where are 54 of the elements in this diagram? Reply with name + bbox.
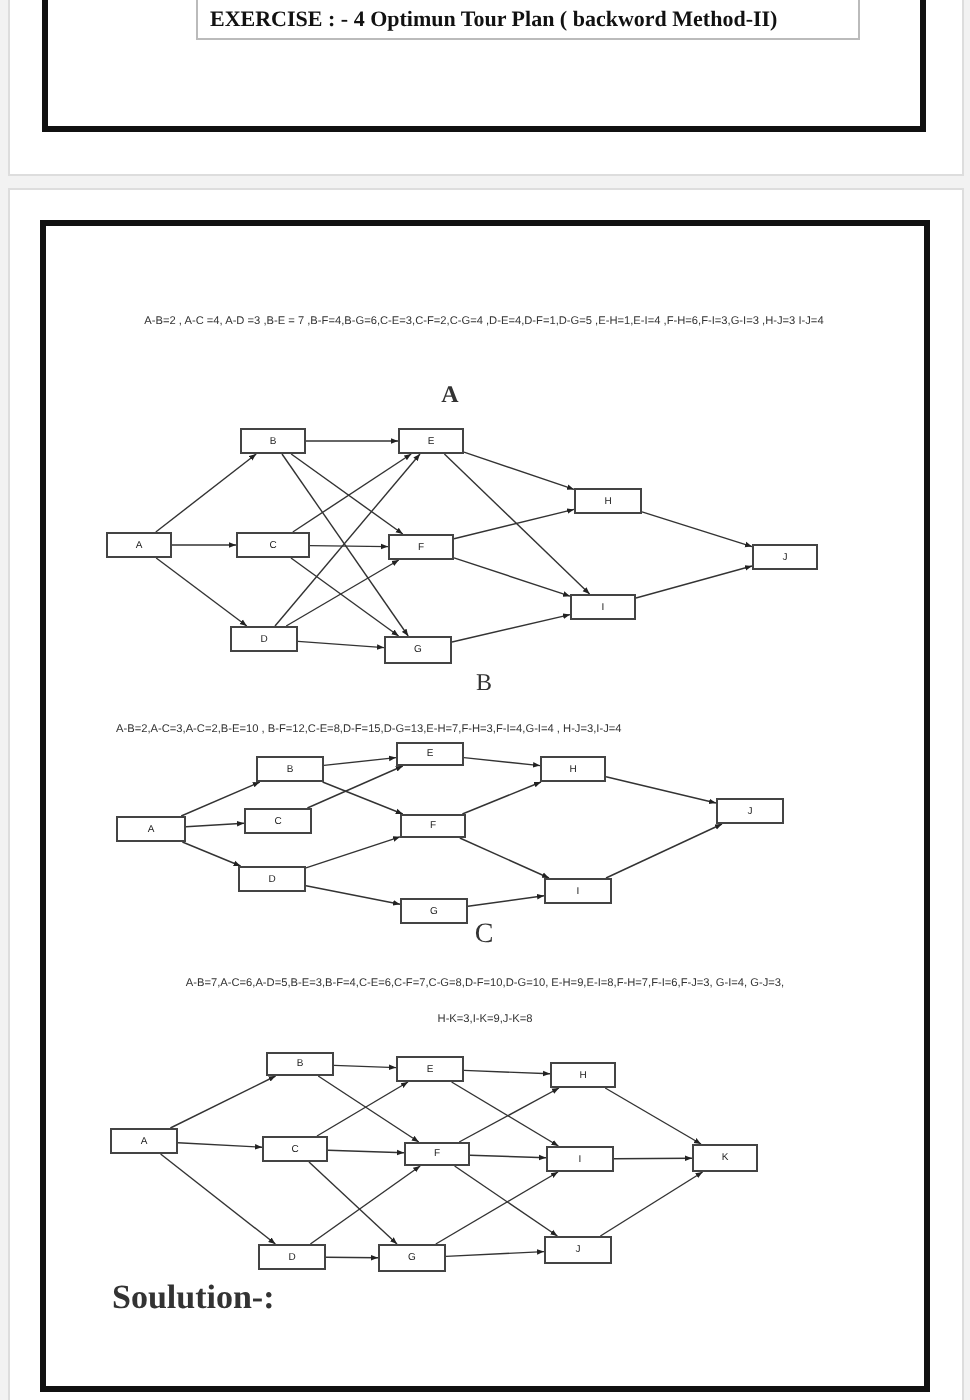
- arrow: [463, 451, 575, 491]
- section-letter: C: [472, 920, 496, 954]
- arrow: [453, 557, 571, 597]
- arrow: [180, 781, 261, 817]
- arrow: [308, 1161, 398, 1245]
- arrow: [309, 543, 389, 550]
- arrow: [463, 1069, 551, 1077]
- arrow: [297, 640, 385, 650]
- arrow: [467, 893, 545, 907]
- arrow: [177, 1142, 263, 1150]
- arrow: [605, 823, 723, 879]
- arrow: [305, 836, 401, 869]
- arrow: [317, 1075, 420, 1143]
- arrow: [285, 559, 400, 627]
- arrow: [316, 1081, 409, 1137]
- arrow: [635, 565, 753, 599]
- arrow: [323, 755, 397, 767]
- arrow: [613, 1155, 693, 1162]
- arrow: [306, 765, 404, 809]
- arrow: [327, 1149, 405, 1156]
- arrow: [463, 756, 541, 768]
- arrow: [171, 542, 237, 548]
- arrow: [599, 1171, 704, 1237]
- arrow: [181, 841, 242, 867]
- arrow: [281, 453, 409, 637]
- arrow: [443, 453, 591, 595]
- heading: Soulution-:: [112, 1278, 277, 1319]
- arrow: [451, 613, 571, 643]
- arrow: [469, 1154, 547, 1161]
- arrow: [453, 1165, 559, 1237]
- section-letter: B: [473, 668, 494, 697]
- arrow: [435, 1171, 559, 1245]
- arrow: [453, 508, 575, 540]
- arrow: [605, 776, 717, 805]
- arrow: [305, 885, 401, 906]
- section-letter: A: [439, 380, 461, 409]
- arrow: [461, 781, 542, 815]
- arrow: [321, 781, 404, 815]
- arrow: [155, 453, 257, 533]
- arrow: [290, 557, 400, 637]
- arrow: [445, 1249, 545, 1258]
- arrow: [155, 557, 248, 627]
- arrow: [641, 511, 753, 548]
- arrow: [169, 1075, 277, 1129]
- arrow: [159, 1153, 277, 1245]
- title: EXERCISE : - 4 Optimun Tour Plan ( backword Method-II): [196, 0, 860, 40]
- arrow: [325, 1254, 379, 1261]
- arrow: [309, 1165, 421, 1245]
- arrow: [274, 453, 421, 627]
- arrow: [185, 820, 245, 828]
- arrow: [459, 837, 550, 879]
- arrow: [333, 1064, 397, 1071]
- arrow: [305, 438, 399, 444]
- arrow: [604, 1087, 702, 1145]
